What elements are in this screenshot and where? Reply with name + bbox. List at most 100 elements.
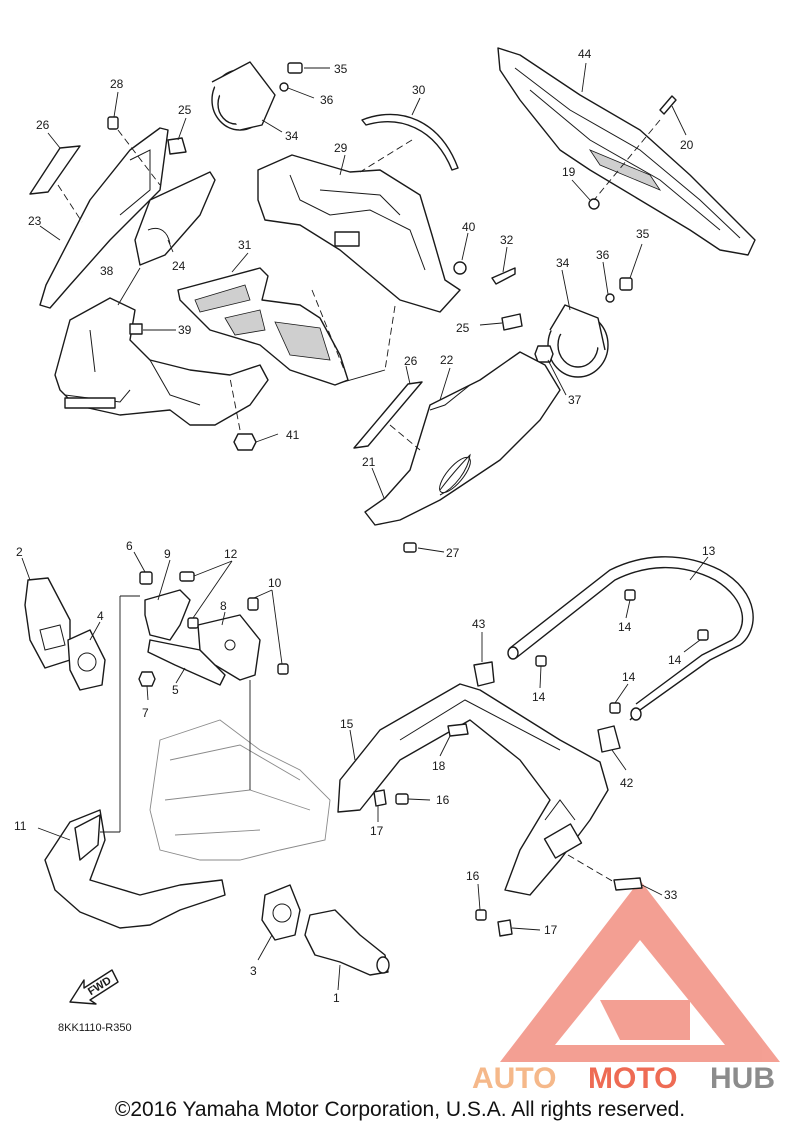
bolt-14d [609,702,621,714]
callout-18: 18 [432,759,446,773]
bolt-12b [187,617,199,629]
clip-18 [447,723,469,737]
callout-34b: 34 [556,256,570,270]
callout-numbers: 1 2 3 4 5 6 7 8 9 10 11 12 13 14 14 14 1… [14,47,716,1005]
decal-26 [29,145,81,195]
callout-9: 9 [164,547,171,561]
callout-6: 6 [126,539,133,553]
callout-30: 30 [412,83,426,97]
callout-38: 38 [100,264,114,278]
watermark-logo [500,880,780,1062]
nut-41 [233,433,257,451]
nut-19 [588,198,600,210]
callout-16a: 16 [436,793,450,807]
callout-43: 43 [472,617,486,631]
screw-35a [287,62,303,74]
callout-26a: 26 [36,118,50,132]
pin-20 [659,95,677,115]
fwd-arrow: FWD [69,969,119,1005]
rivet-32 [491,267,516,285]
grommet-42 [597,725,621,753]
watermark-auto: AUTO [472,1062,556,1095]
bolt-14c [535,655,547,667]
callout-17b: 17 [544,923,558,937]
callout-21: 21 [362,455,376,469]
callout-5: 5 [172,683,179,697]
nut-7 [138,671,156,687]
side-panel-21 [364,351,561,526]
callout-19: 19 [562,165,576,179]
callout-35a: 35 [334,62,348,76]
callout-25a: 25 [178,103,192,117]
screw-27 [403,542,417,553]
nut-37 [534,345,554,363]
callout-11: 11 [14,819,27,833]
decal-33 [613,877,643,891]
callout-1: 1 [333,991,340,1005]
clip-25b [501,313,523,331]
callout-15: 15 [340,717,354,731]
callout-40: 40 [462,220,476,234]
callout-23: 23 [28,214,42,228]
cover-2 [24,577,71,669]
callout-12: 12 [224,547,238,561]
callout-39: 39 [178,323,192,337]
callout-28: 28 [110,77,124,91]
callout-34a: 34 [285,129,299,143]
seal-3 [261,884,301,941]
screw-35b [619,277,633,291]
bracket-8 [197,614,261,681]
bolt-12a [179,571,195,582]
callout-29: 29 [334,141,348,155]
callout-3: 3 [250,964,257,978]
callout-14b: 14 [668,653,682,667]
washer-36b [605,293,615,303]
callout-35b: 35 [636,227,650,241]
callout-33: 33 [664,888,678,902]
bolt-10a [247,597,259,611]
diagram-code: 8KK1110-R350 [58,1022,132,1034]
washer-36a [279,82,289,92]
trim-strip-30 [361,113,459,171]
callout-2: 2 [16,545,23,559]
screw-40 [453,261,467,275]
grille-44 [497,47,756,256]
callout-26b: 26 [404,354,418,368]
callout-42: 42 [620,776,634,790]
callout-14c: 14 [532,690,546,704]
leader-lines [21,62,709,991]
callout-20: 20 [680,138,694,152]
callout-24: 24 [172,259,186,273]
grommet-43 [473,661,495,687]
callout-14d: 14 [622,670,636,684]
callout-4: 4 [97,609,104,623]
callout-22: 22 [440,353,454,367]
bolt-14a [624,589,636,601]
frame-13 [509,556,754,721]
watermark-text: AUTO MOTO HUB [472,1062,775,1095]
clip-25 [167,137,187,155]
callout-31: 31 [238,238,252,252]
callout-7: 7 [142,706,149,720]
duct-34 [211,61,276,131]
cover-15 [337,683,609,896]
nut-17a [373,789,387,807]
callout-37: 37 [568,393,582,407]
callout-13: 13 [702,544,716,558]
callout-27: 27 [446,546,460,560]
copyright-notice: ©2016 Yamaha Motor Corporation, U.S.A. A… [114,1098,686,1121]
duct-1 [304,909,389,976]
callout-16b: 16 [466,869,480,883]
screw-16b [475,909,487,921]
seal-4 [67,629,106,691]
callout-41: 41 [286,428,300,442]
screw-28 [107,116,119,130]
callout-32: 32 [500,233,514,247]
watermark-moto: MOTO [588,1062,677,1095]
callout-36b: 36 [596,248,610,262]
screw-16a [395,793,409,805]
watermark-hub: HUB [710,1062,775,1095]
clip-39 [129,323,143,335]
callout-44: 44 [578,47,592,61]
